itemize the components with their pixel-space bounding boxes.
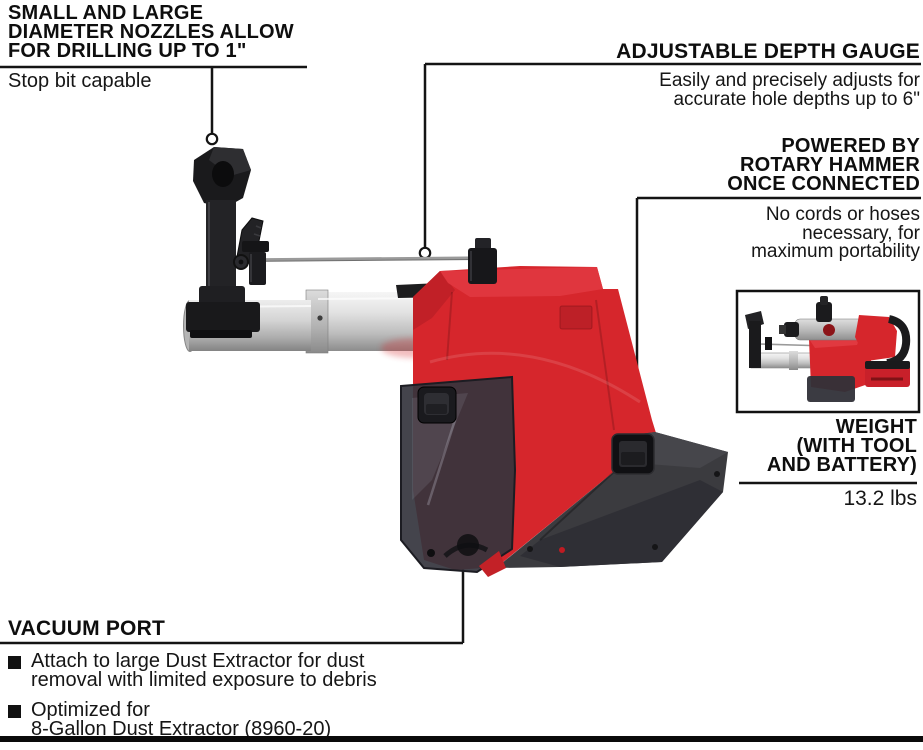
dust-box [400,375,517,577]
vacuum-port-heading: VACUUM PORT [8,617,165,640]
depth-gauge-heading: ADJUSTABLE DEPTH GAUGE [616,40,920,63]
nozzles-heading: SMALL AND LARGE DIAMETER NOZZLES ALLOW F… [8,2,328,62]
vacuum-port-bullet: Optimized for 8-Gallon Dust Extractor (8… [8,700,448,739]
powered-by-heading: POWERED BY ROTARY HAMMER ONCE CONNECTED [727,135,920,195]
dust-extractor-nozzle [186,147,269,338]
nozzle-clamp-foot [186,302,260,332]
depth-rod-bracket [468,238,497,284]
inset-product [745,296,911,402]
nozzles-body: Stop bit capable [8,70,152,92]
main-product-photo [183,147,728,577]
inset-photo [735,289,921,414]
depth-gauge-body: Easily and precisely adjusts for accurat… [659,70,920,110]
nozzles-heading-line: FOR DRILLING UP TO 1" [8,40,247,62]
vacuum-port-bullet: Attach to large Dust Extractor for dust … [8,651,448,690]
bottom-edge-bar [0,736,923,742]
nozzles-heading-line: DIAMETER NOZZLES ALLOW [8,21,294,43]
side-port [611,433,655,475]
vacuum-port-opening [457,534,479,556]
vacuum-port-bullets: Attach to large Dust Extractor for dust … [8,651,448,750]
weight-value: 13.2 lbs [843,487,917,510]
callout-lines [0,62,921,645]
housing-label-recess [559,305,593,330]
depth-gauge-callout-circle [418,246,432,260]
bullet-square-icon [8,656,21,669]
nozzles-callout-circle [205,132,219,146]
rear-red-dot [559,547,565,553]
powered-by-body: No cords or hoses necessary, for maximum… [751,204,920,262]
stop-bit-clamp [242,241,269,285]
depth-rod [230,256,481,262]
weight-heading: WEIGHT (WITH TOOL AND BATTERY) [766,416,917,476]
nozzles-heading-line: SMALL AND LARGE [8,2,204,24]
bullet-square-icon [8,705,21,718]
